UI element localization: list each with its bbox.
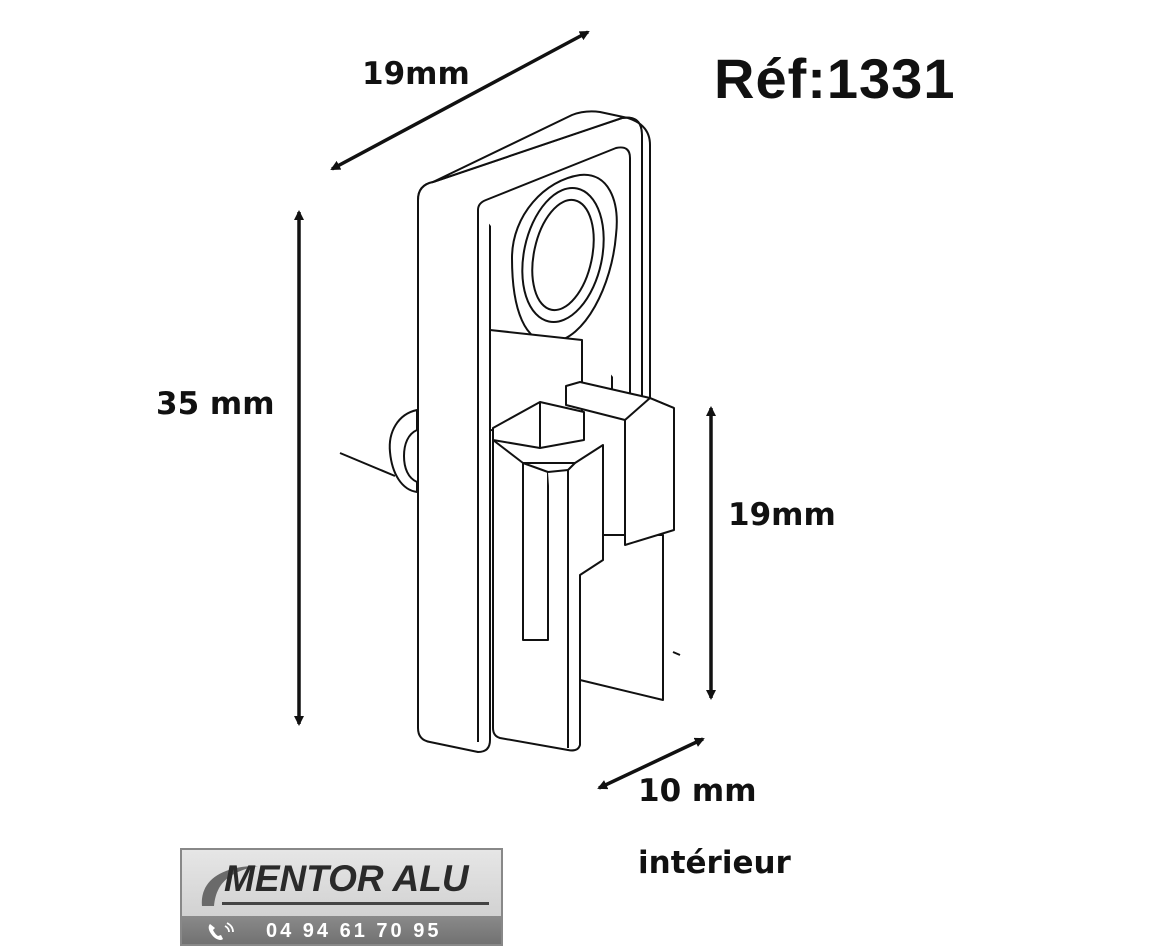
dimension-arrow-top-width xyxy=(330,30,590,171)
dimension-arrow-depth xyxy=(597,737,705,790)
logo-phone-band xyxy=(182,916,501,944)
clip-part-drawing xyxy=(339,110,681,753)
label-top-width: 19mm xyxy=(362,56,470,92)
logo-phone-number: 04 94 61 70 95 xyxy=(266,920,442,942)
logo-divider xyxy=(222,902,489,905)
label-total-height: 35 mm xyxy=(156,386,275,422)
label-depth: 10 mm xyxy=(638,773,757,809)
phone-icon xyxy=(208,922,234,940)
swoosh-icon xyxy=(201,866,258,906)
mentor-alu-logo: MENTOR ALU 04 94 61 70 95 xyxy=(180,848,503,946)
label-inner-height: 19mm xyxy=(728,497,836,533)
reference-number: Réf:1331 xyxy=(714,47,956,110)
logo-brand-name: MENTOR ALU xyxy=(224,858,469,899)
label-depth-note: intérieur xyxy=(638,845,791,881)
